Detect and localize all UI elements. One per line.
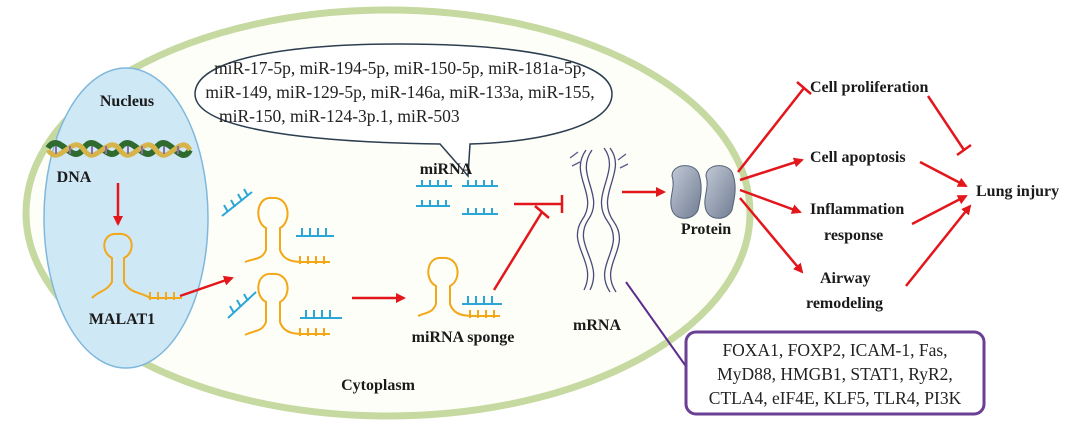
mirna-inhibits-mrna-line — [514, 195, 564, 213]
dna-label: DNA — [57, 169, 92, 186]
cytoplasm-label: Cytoplasm — [341, 377, 415, 394]
malat1-rna-icon — [91, 232, 182, 300]
cell-apoptosis-label: Cell apoptosis — [810, 149, 906, 166]
mrna-strands-icon — [569, 147, 629, 293]
target-genes-line: MyD88, HMGB1, STAT1, RyR2, — [717, 364, 953, 384]
mrna-label: mRNA — [573, 317, 621, 334]
inflammation-label-line2: response — [824, 227, 883, 244]
malat1-mirna-complex-top — [221, 188, 334, 264]
mirna-list-text: miR-17-5p, miR-194-5p, miR-150-5p, miR-1… — [205, 56, 595, 128]
mirna-list-line: miR-150, miR-124-3p.1, miR-503 — [219, 106, 460, 126]
malat1-export-arrow — [179, 275, 234, 298]
dna-helix-icon — [45, 140, 193, 158]
lung-injury-arrows — [905, 95, 972, 287]
airway-label-line2: remodeling — [806, 295, 883, 312]
target-genes-line: CTLA4, eIF4E, KLF5, TLR4, PI3K — [708, 388, 962, 408]
protein-icon — [670, 165, 736, 219]
malat1-label: MALAT1 — [89, 311, 155, 328]
mirna-list-bubble — [194, 43, 613, 178]
target-genes-line: FOXA1, FOXP2, ICAM-1, Fas, — [722, 340, 948, 360]
sponge-inhibits-mirna-line — [492, 205, 550, 291]
lung-injury-label: Lung injury — [976, 183, 1059, 200]
target-genes-box — [684, 330, 986, 416]
mirna-list-line: miR-149, miR-129-5p, miR-146a, miR-133a,… — [205, 82, 595, 102]
mirna-cluster-icon — [416, 180, 498, 215]
mirna-list-line: miR-17-5p, miR-194-5p, miR-150-5p, miR-1… — [214, 58, 586, 78]
mrna-target-connector — [625, 281, 691, 373]
malat1-mirna-complex-bottom — [227, 272, 342, 336]
nucleus-label: Nucleus — [100, 93, 154, 110]
airway-label-line1: Airway — [820, 270, 871, 287]
target-genes-text: FOXA1, FOXP2, ICAM-1, Fas, MyD88, HMGB1,… — [690, 338, 980, 410]
protein-label: Protein — [681, 221, 731, 238]
mirna-sponge-label: miRNA sponge — [412, 329, 515, 346]
cell-proliferation-label: Cell proliferation — [810, 79, 928, 96]
mirna-sponge-icon — [417, 256, 502, 318]
protein-effect-arrows — [737, 81, 812, 274]
inflammation-label-line1: Inflammation — [810, 201, 904, 218]
mirna-label: miRNA — [420, 161, 473, 178]
